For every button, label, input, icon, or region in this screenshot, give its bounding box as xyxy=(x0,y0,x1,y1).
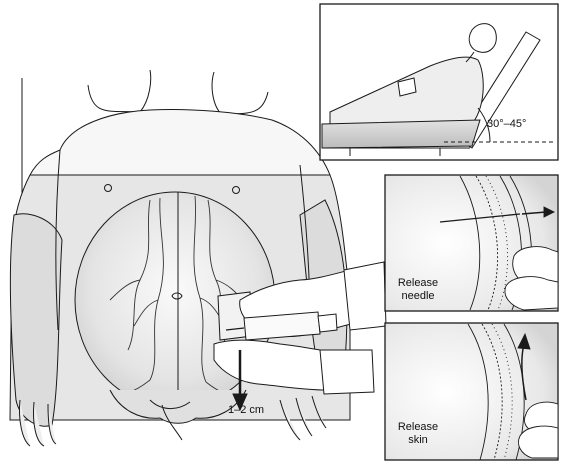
distance-label: 1–2 cm xyxy=(228,404,264,416)
abdominal-veins xyxy=(109,195,245,397)
patient-left-arm xyxy=(9,213,63,427)
skin-layer-1 xyxy=(467,323,489,461)
reclined-gauze xyxy=(397,77,417,97)
needle-fingertip-1 xyxy=(512,246,559,285)
release-skin-line2: skin xyxy=(408,434,428,446)
syringe-needle xyxy=(225,327,245,331)
syringe-plunger xyxy=(317,313,338,333)
patient-left-hand xyxy=(19,399,57,447)
reclined-head xyxy=(468,23,497,53)
patient-right-hand xyxy=(279,395,327,441)
release-needle-line1: Release xyxy=(398,277,438,289)
release-skin-line1: Release xyxy=(398,421,438,433)
reclined-blanket xyxy=(321,119,481,149)
clinician-hands xyxy=(213,261,387,412)
syringe-barrel xyxy=(243,311,321,341)
skin-shift-arrow-head xyxy=(232,393,248,412)
drape-left xyxy=(55,149,61,331)
angle-label: 30°–45° xyxy=(487,118,526,130)
reclined-patient-inset: 30°–45° xyxy=(319,3,559,161)
right-nipple xyxy=(232,186,240,194)
reclined-neck xyxy=(465,51,475,63)
skin-fingertip-2 xyxy=(518,425,559,459)
lower-sleeve xyxy=(319,349,375,395)
left-nipple xyxy=(104,184,112,192)
needle-arrow-shaft xyxy=(521,211,547,215)
umbilicus xyxy=(171,292,183,300)
patient-figure xyxy=(9,69,351,447)
tissue-layer-1 xyxy=(459,175,481,311)
release-needle-line2: needle xyxy=(401,290,434,302)
bed-legs xyxy=(349,148,441,156)
patient-genitals xyxy=(149,399,191,441)
release-skin-inset: Release skin xyxy=(384,322,559,461)
release-needle-inset: Release needle xyxy=(384,174,559,312)
needle-arrow-head xyxy=(543,206,556,218)
upper-sleeve xyxy=(343,261,387,331)
angle-arc xyxy=(477,107,491,143)
needle-fingertip-2 xyxy=(504,276,559,311)
needle-shaft xyxy=(439,213,521,223)
patient-shoulders xyxy=(87,69,269,116)
patient-pelvis xyxy=(109,389,247,424)
skin-arrow-head xyxy=(517,332,531,350)
